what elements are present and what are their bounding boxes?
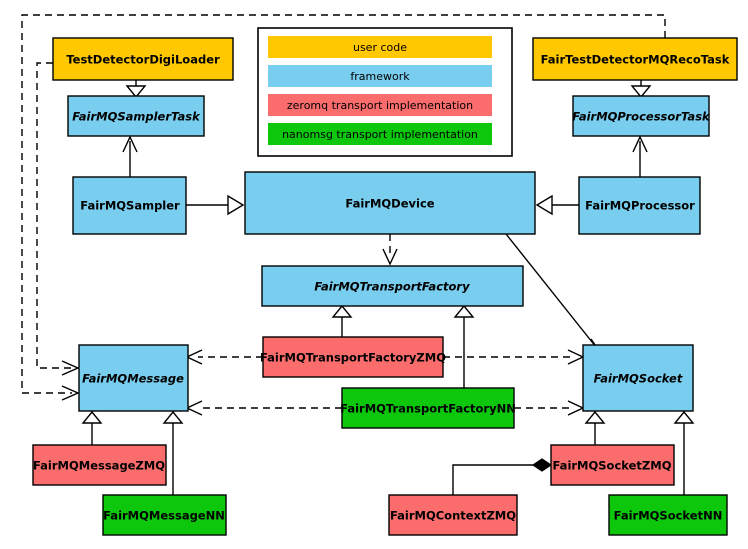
legend-item-framework: framework bbox=[268, 65, 492, 87]
node-label-FairMQProcessorTask: FairMQProcessorTask bbox=[572, 110, 711, 124]
edge-recotask-to-processortask bbox=[630, 80, 652, 99]
node-label-FairMQSampler: FairMQSampler bbox=[80, 199, 180, 213]
edge-sampler-to-samplertask bbox=[122, 135, 138, 177]
node-FairMQSocketZMQ[interactable]: FairMQSocketZMQ bbox=[550, 444, 675, 486]
legend-label-zeromq: zeromq transport implementation bbox=[287, 99, 473, 112]
edge-processor-to-device bbox=[535, 194, 579, 216]
legend-item-nanomsg: nanomsg transport implementation bbox=[268, 123, 492, 145]
edge-sampler-to-device bbox=[186, 194, 245, 216]
node-label-FairMQProcessor: FairMQProcessor bbox=[585, 199, 695, 213]
node-label-FairMQMessageNN: FairMQMessageNN bbox=[103, 509, 225, 523]
node-label-FairMQMessageZMQ: FairMQMessageZMQ bbox=[33, 459, 165, 473]
edge-messagezmq-to-message bbox=[81, 410, 103, 445]
legend-label-user-code: user code bbox=[353, 41, 407, 54]
node-FairMQTransportFactory[interactable]: FairMQTransportFactory bbox=[261, 265, 524, 307]
legend-swatch-framework bbox=[268, 65, 492, 87]
edge-recotask-to-message bbox=[21, 14, 666, 401]
edge-digiloader-to-samplertask bbox=[125, 80, 147, 99]
node-label-FairMQSamplerTask: FairMQSamplerTask bbox=[72, 110, 201, 124]
node-label-FairMQTransportFactory: FairMQTransportFactory bbox=[314, 280, 470, 294]
node-FairMQMessageNN[interactable]: FairMQMessageNN bbox=[102, 494, 227, 536]
node-FairMQSampler[interactable]: FairMQSampler bbox=[72, 176, 187, 235]
legend-swatch-nanomsg bbox=[268, 123, 492, 145]
legend-item-user-code: user code bbox=[268, 36, 492, 58]
node-TestDetectorDigiLoader[interactable]: TestDetectorDigiLoader bbox=[52, 37, 234, 81]
node-label-FairMQMessage: FairMQMessage bbox=[82, 372, 184, 386]
node-label-FairMQContextZMQ: FairMQContextZMQ bbox=[390, 509, 516, 523]
legend-label-nanomsg: nanomsg transport implementation bbox=[282, 128, 478, 141]
node-FairMQContextZMQ[interactable]: FairMQContextZMQ bbox=[388, 494, 518, 536]
edge-socketzmq-to-socket bbox=[584, 410, 606, 445]
legend-swatch-zeromq bbox=[268, 94, 492, 116]
node-layer: TestDetectorDigiLoader FairTestDetectorM… bbox=[32, 37, 738, 536]
node-label-FairMQTransportFactoryNN: FairMQTransportFactoryNN bbox=[340, 402, 516, 416]
edge-layer bbox=[21, 14, 695, 495]
node-FairMQDevice[interactable]: FairMQDevice bbox=[244, 171, 536, 235]
edge-device-to-transportfactory bbox=[382, 234, 398, 266]
node-FairMQMessageZMQ[interactable]: FairMQMessageZMQ bbox=[32, 444, 167, 486]
edge-factorynn-to-transportfactory bbox=[453, 304, 475, 388]
node-label-FairMQSocketNN: FairMQSocketNN bbox=[614, 509, 723, 523]
node-label-FairMQSocketZMQ: FairMQSocketZMQ bbox=[553, 459, 672, 473]
node-FairMQTransportFactoryNN[interactable]: FairMQTransportFactoryNN bbox=[340, 387, 516, 429]
legend-swatch-user-code bbox=[268, 36, 492, 58]
node-FairMQMessage[interactable]: FairMQMessage bbox=[78, 344, 189, 412]
edge-messagenn-to-message bbox=[162, 410, 184, 495]
node-FairMQTransportFactoryZMQ[interactable]: FairMQTransportFactoryZMQ bbox=[260, 336, 446, 378]
edge-processor-to-processortask bbox=[632, 135, 648, 177]
node-FairMQSocket[interactable]: FairMQSocket bbox=[582, 344, 694, 412]
legend-label-framework: framework bbox=[350, 70, 410, 83]
node-FairMQSamplerTask[interactable]: FairMQSamplerTask bbox=[67, 95, 205, 137]
edge-socketnn-to-socket bbox=[673, 410, 695, 495]
node-label-FairTestDetectorMQRecoTask: FairTestDetectorMQRecoTask bbox=[541, 53, 730, 67]
node-FairTestDetectorMQRecoTask[interactable]: FairTestDetectorMQRecoTask bbox=[532, 37, 738, 81]
legend: user code framework zeromq transport imp… bbox=[257, 27, 513, 157]
node-FairMQSocketNN[interactable]: FairMQSocketNN bbox=[608, 494, 728, 536]
node-label-TestDetectorDigiLoader: TestDetectorDigiLoader bbox=[66, 53, 220, 67]
edge-factoryzmq-to-transportfactory bbox=[331, 304, 353, 337]
node-FairMQProcessorTask[interactable]: FairMQProcessorTask bbox=[572, 95, 711, 137]
node-FairMQProcessor[interactable]: FairMQProcessor bbox=[578, 176, 701, 235]
node-label-FairMQSocket: FairMQSocket bbox=[594, 372, 683, 386]
node-label-FairMQDevice: FairMQDevice bbox=[345, 197, 434, 211]
legend-item-zeromq: zeromq transport implementation bbox=[268, 94, 492, 116]
edge-digiloader-to-message bbox=[36, 62, 80, 376]
node-label-FairMQTransportFactoryZMQ: FairMQTransportFactoryZMQ bbox=[260, 351, 446, 365]
